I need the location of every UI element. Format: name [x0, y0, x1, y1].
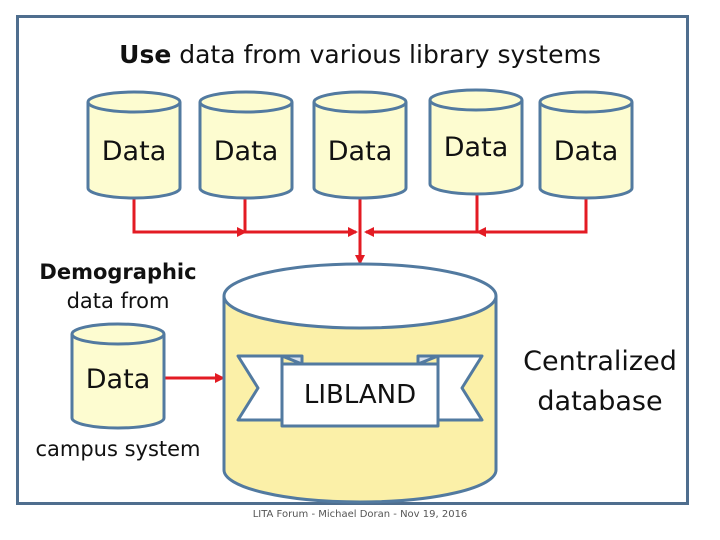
- source-cylinder-1: [86, 90, 182, 200]
- source-4-label: Data: [443, 132, 509, 163]
- central-side-line2: database: [537, 386, 663, 417]
- central-side-line1: Centralized: [523, 346, 677, 377]
- source-cylinder-2: [198, 90, 294, 200]
- connector-5: [476, 197, 588, 237]
- campus-cylinder-label: Data: [85, 364, 151, 395]
- connector-2: [243, 197, 358, 237]
- libland-banner: [236, 354, 484, 428]
- campus-bottom: campus system: [35, 437, 201, 461]
- source-2-label: Data: [213, 136, 279, 167]
- connector-4: [364, 193, 479, 237]
- slide-frame: [16, 15, 689, 505]
- connector-1: [132, 197, 247, 237]
- source-5-label: Data: [553, 136, 619, 167]
- slide-title: Use data from various library systems: [0, 40, 720, 69]
- connectors: [132, 193, 588, 383]
- campus-top-bold: Demographic: [39, 260, 197, 284]
- campus-cylinder: [70, 322, 166, 430]
- banner-body: [280, 362, 440, 428]
- banner-left-fold: [280, 354, 304, 366]
- source-cylinder-4: [428, 88, 524, 196]
- source-cylinder-3: [312, 90, 408, 200]
- source-1-label: Data: [101, 136, 167, 167]
- title-bold: Use: [119, 40, 172, 69]
- title-rest: data from various library systems: [171, 40, 601, 69]
- campus-top-line2: data from: [66, 289, 170, 313]
- source-3-label: Data: [327, 136, 393, 167]
- libland-label: LIBLAND: [303, 380, 417, 410]
- footer-text: LITA Forum - Michael Doran - Nov 19, 201…: [252, 509, 468, 520]
- source-cylinder-5: [538, 90, 634, 200]
- banner-right-fold: [416, 354, 440, 366]
